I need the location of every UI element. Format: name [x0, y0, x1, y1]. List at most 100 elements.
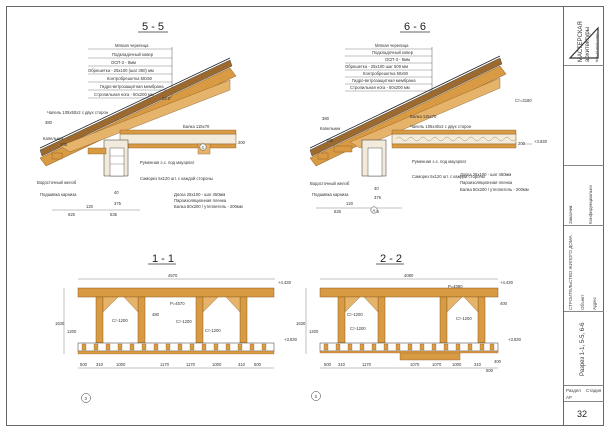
- dim-label: 500: [486, 368, 494, 373]
- dim-label: 200: [238, 140, 246, 145]
- project-cell: СТРОИТЕЛЬСТВО ЖИЛОГО ДОМА Объект Адрес: [564, 226, 604, 312]
- beam-label: Балка 115х70: [183, 124, 210, 129]
- layer-label: Гидро-ветрозащитная мембрана: [352, 78, 416, 83]
- level-label: Ст=3180: [515, 98, 532, 103]
- angle-label: 22.5°: [162, 96, 172, 101]
- dim-label: 200: [518, 141, 526, 146]
- level-label: +4.430: [278, 280, 292, 285]
- section-marker: А: [373, 208, 376, 213]
- dim-label: 1170: [186, 362, 196, 367]
- empty-cell: [564, 66, 604, 166]
- dim-label: 1000: [212, 362, 222, 367]
- layer-label: Стропильная нога - 50х200 мм: [350, 85, 410, 90]
- section-5-5-title: 5 - 5: [142, 21, 164, 33]
- column-label: Ст-1200: [350, 326, 366, 331]
- level-label: Р=4570: [170, 301, 185, 306]
- section-6-6-title: 6 - 6: [404, 21, 426, 33]
- column-label: Ст-1200: [176, 319, 192, 324]
- layer-label: Подкладочный ковер: [372, 50, 414, 55]
- dim-label: 1630: [296, 321, 306, 326]
- column-label: Ст-1200: [456, 316, 472, 321]
- dim-label: 1070: [432, 362, 442, 367]
- sheet-number: 32: [577, 409, 588, 419]
- roof-slope-5-5: [39, 57, 237, 167]
- dim-label: 1000: [116, 362, 126, 367]
- project-name: СТРОИТЕЛЬСТВО ЖИЛОГО ДОМА: [568, 235, 573, 310]
- sheet-meta-cell: Раздел Стадия АР: [564, 386, 604, 402]
- section-6-6: 6 - 6 Мягкая черепица Подкладочный ковер…: [309, 21, 548, 214]
- sheet-label-2: Стадия: [586, 388, 602, 393]
- dim-label: 105: [326, 138, 334, 143]
- customer-value: Конфиденциально: [588, 185, 593, 224]
- sheet-number-cell: 32: [564, 402, 604, 426]
- gutter-label: Водосточный желоб: [37, 180, 77, 185]
- customer-cell: Заказчик Конфиденциально: [564, 166, 604, 226]
- dim-label: 1630: [55, 321, 65, 326]
- dim-label: 400: [500, 301, 508, 306]
- vapour-label: Пароизоляционная пленка: [460, 180, 513, 185]
- dim-label: 120: [86, 204, 94, 209]
- mauerlat-label: Руменная э.с. под мауэрлат: [140, 160, 194, 165]
- layer-label: Стропильная нога - 50х200 мм: [94, 92, 154, 97]
- layer-label: Контробрешетка 50х50: [363, 71, 409, 76]
- title-block: МАСТЕРСКАЯ архитектуры tkm-ld.arch.com З…: [563, 6, 604, 426]
- fascia-label: Подшивка карниза: [40, 192, 77, 197]
- dim-label: 625: [334, 209, 342, 214]
- sheet-title: Разрез 1-1, 5-5, 6-6: [580, 322, 586, 376]
- dim-label: 310: [96, 362, 104, 367]
- dim-label: 120: [346, 201, 354, 206]
- beam-label: Балка 115х70: [410, 114, 437, 119]
- layer-label: Обрешетка - 25х100 шаг 500 мм: [345, 64, 408, 69]
- sheet-frame: [6, 6, 604, 426]
- layer-label: ОСП-3 - 9мм: [385, 57, 410, 62]
- chapel-label: Чапель 105х40х2 с двух сторон: [410, 124, 472, 129]
- layer-label: Гидро-ветрозащитная мембрана: [100, 84, 164, 89]
- layer-label: ОСП-3 - 9мм: [111, 60, 136, 65]
- level-label: +3.830: [534, 139, 548, 144]
- sheet-value-1: АР: [566, 395, 573, 400]
- dim-label: 500: [254, 362, 262, 367]
- logo-icon: [568, 26, 599, 59]
- dim-label: 500: [80, 362, 88, 367]
- dim-label: 40: [114, 190, 119, 195]
- ceiling-5-5: [51, 129, 237, 177]
- dim-label: 380: [322, 116, 330, 121]
- section-5-5: 5 - 5 Мягкая черепица Подкладочный ковер…: [37, 21, 246, 217]
- level-label: Р=4080: [448, 284, 463, 289]
- dim-label: 1170: [160, 362, 170, 367]
- dim-label: 380: [45, 120, 53, 125]
- dim-label: 310: [474, 362, 482, 367]
- section-1-1-title: 1 - 1: [152, 253, 174, 265]
- eaves-label: Капельник: [43, 136, 64, 141]
- dim-label: 1070: [410, 362, 420, 367]
- customer-label: Заказчик: [568, 205, 573, 224]
- dim-label: 105: [60, 142, 68, 147]
- layer-label: Мягкая черепица: [375, 43, 409, 48]
- layer-label: Подкладочный ковер: [112, 52, 154, 57]
- overall-dim: 4570: [168, 273, 178, 278]
- level-label: +3.830: [508, 337, 522, 342]
- dim-label: 625: [68, 212, 76, 217]
- level-label: +4.430: [500, 280, 514, 285]
- dim-label: 310: [338, 362, 346, 367]
- level-label: +3.630: [284, 337, 298, 342]
- address-label: Адрес: [592, 297, 597, 310]
- joists-label: Балка 50х200 / утеплитель - 200мм: [174, 204, 243, 209]
- logo-cell: МАСТЕРСКАЯ архитектуры tkm-ld.arch.com: [564, 6, 604, 66]
- column-label: Ст-1200: [347, 312, 363, 317]
- mauerlat-label: Руменная э.с. под мауэрлат: [412, 159, 466, 164]
- section-1-1: 1 - 1 4570 +4.430 +3.630: [55, 253, 298, 403]
- section-marker: 3: [315, 394, 318, 399]
- column-label: Ст-1200: [205, 328, 221, 333]
- section-2-2: 2 - 2 4080 +4.430 +3.830: [296, 253, 522, 401]
- overall-dim: 4080: [404, 273, 414, 278]
- eaves-label: Капельник: [320, 126, 341, 131]
- sheet-label-1: Раздел: [566, 388, 581, 393]
- layer-label: Обрешетка - 25х100 (шаг 350) мм: [88, 68, 154, 73]
- sheet-title-cell: Разрез 1-1, 5-5, 6-6: [564, 312, 604, 386]
- dim-label: 480: [152, 312, 160, 317]
- dim-label: 375: [374, 195, 382, 200]
- section-marker: 3: [85, 396, 88, 401]
